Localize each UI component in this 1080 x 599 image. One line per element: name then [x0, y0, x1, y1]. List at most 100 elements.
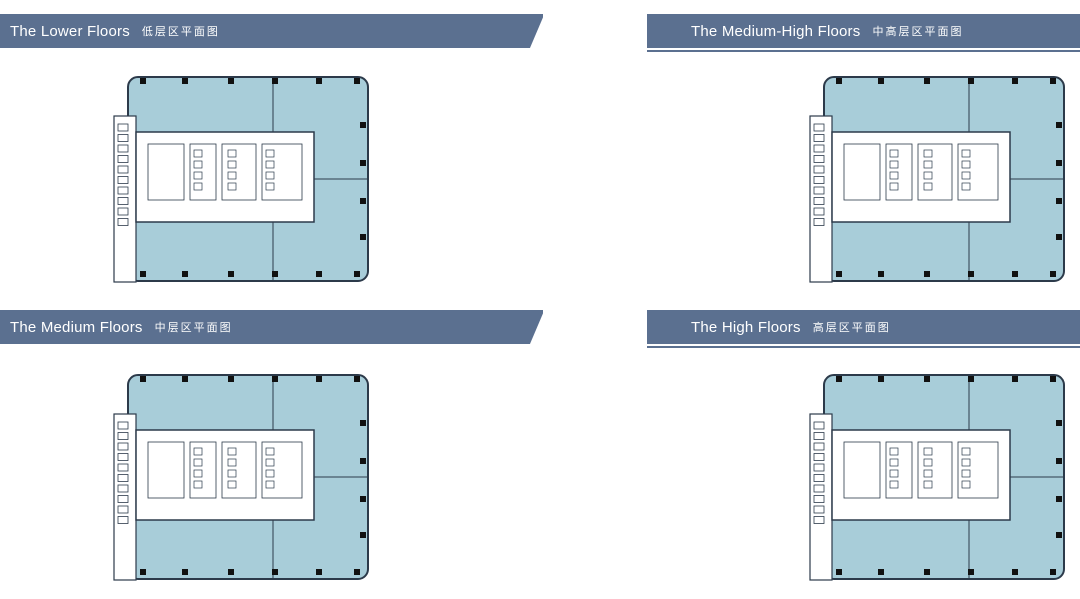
elevator-car — [961, 149, 971, 158]
column — [924, 569, 930, 575]
elevator-car — [889, 469, 899, 478]
column — [1012, 569, 1018, 575]
stair-step — [117, 134, 129, 142]
stair-step — [813, 453, 825, 461]
elevator-car — [923, 480, 933, 489]
column — [316, 569, 322, 575]
floor-plan-medium — [110, 372, 372, 582]
stair-strip — [809, 115, 833, 283]
core-room — [221, 441, 257, 499]
stair-step — [813, 442, 825, 451]
stair-step — [813, 134, 825, 142]
floor-plan-lower — [110, 74, 372, 284]
elevator-car — [193, 469, 203, 478]
column — [1056, 234, 1062, 240]
elevator-car — [923, 458, 933, 467]
column — [1056, 458, 1062, 464]
elevator-car — [193, 447, 203, 456]
panel-medium-high-floors: The Medium-High Floors 中高层区平面图 — [540, 0, 1080, 299]
column — [354, 376, 360, 382]
building-core — [135, 131, 315, 223]
column — [272, 376, 278, 382]
stair-step — [813, 155, 825, 163]
stair-step — [117, 186, 129, 195]
column — [1056, 420, 1062, 426]
panel-header: The Medium Floors 中层区平面图 — [0, 310, 543, 344]
column — [316, 271, 322, 277]
column — [360, 198, 366, 204]
stair-strip — [113, 413, 137, 581]
stair-step — [813, 144, 825, 153]
stair-step — [813, 516, 825, 524]
stair-step — [813, 186, 825, 195]
column — [1050, 78, 1056, 84]
elevator-car — [227, 160, 237, 169]
elevator-car — [889, 447, 899, 456]
column — [354, 271, 360, 277]
panel-title-zh: 中高层区平面图 — [872, 26, 964, 38]
column — [228, 569, 234, 575]
elevator-car — [961, 469, 971, 478]
elevator-car — [227, 447, 237, 456]
core-room — [957, 441, 999, 499]
column — [360, 234, 366, 240]
elevator-car — [227, 182, 237, 191]
panel-title-zh: 低层区平面图 — [141, 26, 220, 38]
building-core — [831, 429, 1011, 521]
elevator-car — [961, 171, 971, 180]
elevator-car — [961, 160, 971, 169]
stair-step — [813, 197, 825, 205]
column — [878, 569, 884, 575]
stair-step — [117, 421, 129, 430]
floor-plan-drawing — [809, 76, 1065, 283]
column — [878, 376, 884, 382]
column — [228, 78, 234, 84]
stair-step — [813, 474, 825, 482]
elevator-car — [193, 171, 203, 180]
stair-strip — [809, 413, 833, 581]
panel-title-en: The Medium-High Floors — [691, 22, 861, 40]
stair-step — [117, 453, 129, 461]
elevator-car — [227, 149, 237, 158]
elevator-car — [227, 458, 237, 467]
panel-title-zh: 中层区平面图 — [154, 322, 233, 334]
column — [182, 569, 188, 575]
column — [968, 569, 974, 575]
stair-step — [117, 176, 129, 184]
core-room — [147, 143, 185, 201]
column — [316, 376, 322, 382]
column — [1056, 160, 1062, 166]
core-room — [147, 441, 185, 499]
elevator-car — [193, 458, 203, 467]
column — [1050, 569, 1056, 575]
building-core — [135, 429, 315, 521]
stair-step — [813, 165, 825, 174]
column — [836, 271, 842, 277]
column — [924, 376, 930, 382]
elevator-car — [923, 469, 933, 478]
column — [360, 496, 366, 502]
column — [1050, 271, 1056, 277]
elevator-car — [889, 149, 899, 158]
stair-step — [117, 197, 129, 205]
stair-step — [813, 176, 825, 184]
column — [924, 271, 930, 277]
panel-lower-floors: The Lower Floors 低层区平面图 — [0, 0, 543, 299]
column — [140, 569, 146, 575]
panel-medium-floors: The Medium Floors 中层区平面图 — [0, 296, 543, 595]
elevator-car — [193, 182, 203, 191]
column — [878, 271, 884, 277]
stair-step — [813, 421, 825, 430]
elevator-car — [227, 480, 237, 489]
column — [1056, 122, 1062, 128]
elevator-car — [961, 182, 971, 191]
core-room — [221, 143, 257, 201]
column — [182, 376, 188, 382]
elevator-car — [923, 447, 933, 456]
elevator-car — [923, 149, 933, 158]
elevator-car — [923, 171, 933, 180]
elevator-car — [265, 171, 275, 180]
core-room — [885, 441, 913, 499]
column — [968, 376, 974, 382]
column — [1056, 198, 1062, 204]
